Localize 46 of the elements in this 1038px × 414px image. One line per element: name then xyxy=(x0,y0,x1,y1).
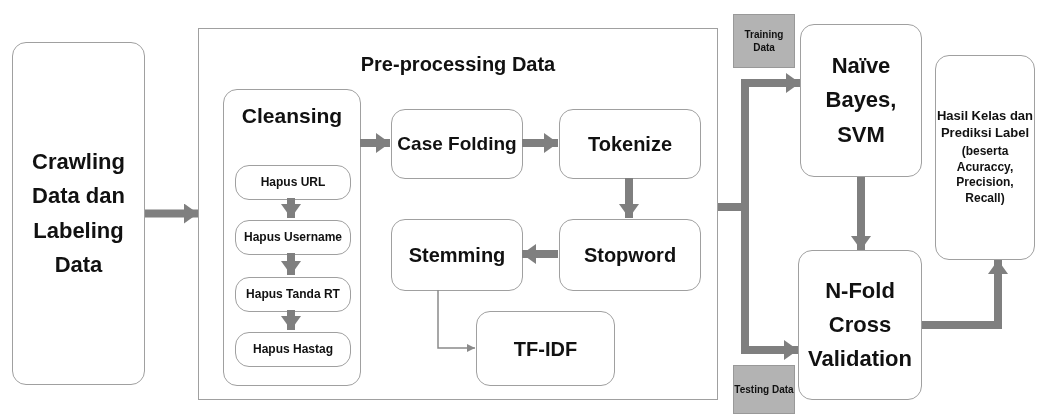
process-box xyxy=(476,311,615,386)
arrow xyxy=(281,310,301,330)
process-box xyxy=(559,109,701,179)
node-label: Hapus Tanda RT xyxy=(246,286,340,303)
process-box xyxy=(798,250,922,400)
node-label: Hapus URL xyxy=(260,174,326,191)
node-label: N-Fold Cross Validation xyxy=(807,276,913,374)
result-box xyxy=(935,55,1035,260)
arrow xyxy=(619,178,639,218)
node-label: Tokenize xyxy=(587,132,673,157)
process-box xyxy=(391,109,523,179)
step-box xyxy=(235,277,351,312)
node-label: Hapus Hastag xyxy=(253,341,333,358)
node-note: (beserta Acuraccy, Precision, Recall) xyxy=(955,144,1015,207)
node-label: Crawling Data dan Labeling Data xyxy=(31,148,126,279)
data-tag xyxy=(733,365,795,414)
step-box xyxy=(235,220,351,255)
arrow xyxy=(522,244,558,264)
process-box xyxy=(12,42,145,385)
node-label: Training Data xyxy=(743,28,785,54)
arrow xyxy=(522,133,558,153)
node-label: Hapus Username xyxy=(243,229,342,246)
arrow xyxy=(360,133,390,153)
data-tag xyxy=(733,14,795,68)
node-label: Stopword xyxy=(583,243,677,268)
process-box xyxy=(559,219,701,291)
group-box xyxy=(198,28,718,400)
node-label: Hasil Kelas dan Prediksi Label xyxy=(936,108,1034,143)
arrow xyxy=(437,289,476,352)
process-box xyxy=(391,219,523,291)
arrow xyxy=(145,203,198,224)
step-box xyxy=(235,165,351,200)
step-box xyxy=(235,332,351,367)
process-box xyxy=(223,89,361,386)
process-box xyxy=(800,24,922,177)
group-heading: Cleansing xyxy=(241,103,343,129)
arrow xyxy=(922,260,1008,329)
node-label: Case Folding xyxy=(397,131,517,156)
group-heading: Pre-processing Data xyxy=(360,52,556,77)
arrow xyxy=(851,177,871,250)
arrow xyxy=(281,198,301,218)
node-label: TF-IDF xyxy=(513,336,578,362)
arrow xyxy=(281,253,301,275)
node-label: Stemming xyxy=(408,243,506,268)
node-label: Testing Data xyxy=(734,383,794,396)
node-label: Naïve Bayes, SVM xyxy=(824,52,898,149)
